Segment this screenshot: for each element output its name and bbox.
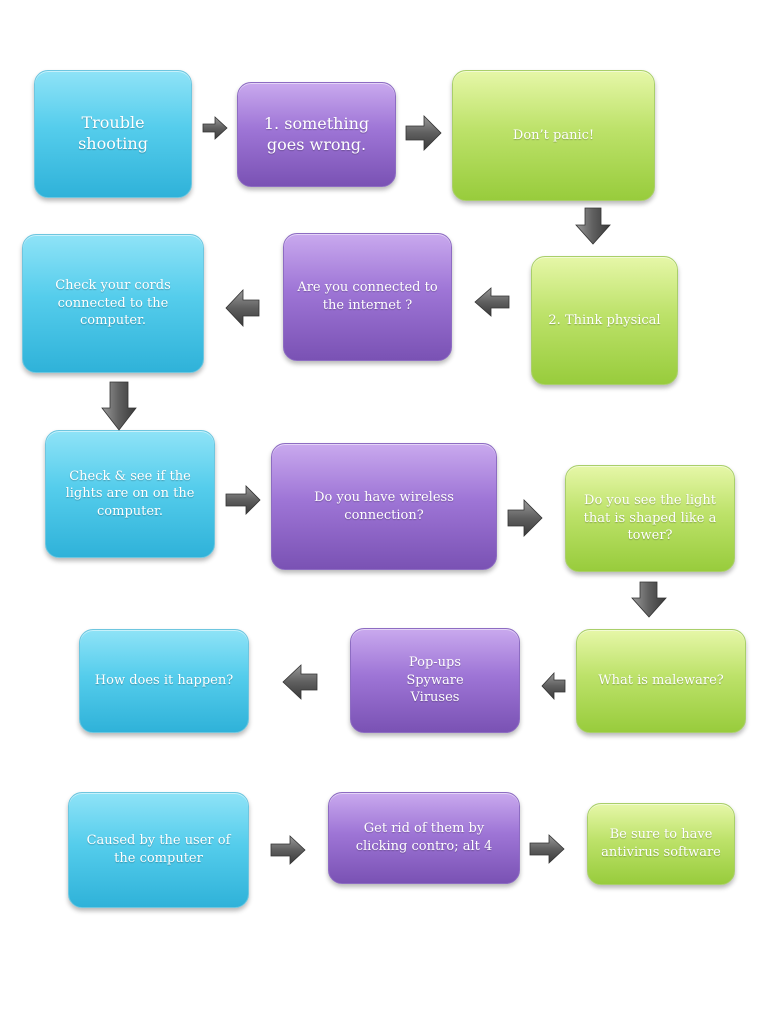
arrow-right-icon bbox=[225, 485, 261, 515]
arrow-down-icon bbox=[575, 207, 611, 245]
node-get-rid-of-them: Get rid of them by clicking contro; alt … bbox=[328, 792, 520, 884]
node-connected-internet: Are you connected to the internet ? bbox=[283, 233, 452, 361]
arrow-right-icon bbox=[507, 499, 543, 537]
arrow-left-icon bbox=[225, 288, 260, 328]
arrow-down-icon bbox=[631, 581, 667, 618]
node-what-is-malware: What is maleware? bbox=[576, 629, 746, 733]
arrow-left-icon bbox=[474, 287, 510, 317]
arrow-right-icon bbox=[202, 116, 228, 140]
node-check-lights: Check & see if the lights are on on the … bbox=[45, 430, 215, 558]
node-antivirus-software: Be sure to have antivirus software bbox=[587, 803, 735, 885]
node-trouble-shooting: Trouble shooting bbox=[34, 70, 192, 198]
node-tower-light: Do you see the light that is shaped like… bbox=[565, 465, 735, 572]
node-how-does-it-happen: How does it happen? bbox=[79, 629, 249, 733]
arrow-left-icon bbox=[282, 664, 318, 700]
arrow-right-icon bbox=[270, 835, 306, 865]
node-popups-spyware-viruses: Pop-ups Spyware Viruses bbox=[350, 628, 520, 733]
arrow-left-icon bbox=[541, 671, 566, 701]
node-dont-panic: Don’t panic! bbox=[452, 70, 655, 201]
node-wireless-connection: Do you have wireless connection? bbox=[271, 443, 497, 570]
arrow-right-icon bbox=[529, 834, 565, 864]
arrow-right-icon bbox=[405, 115, 442, 151]
node-check-cords: Check your cords connected to the comput… bbox=[22, 234, 204, 373]
node-caused-by-user: Caused by the user of the computer bbox=[68, 792, 249, 908]
node-something-goes-wrong: 1. something goes wrong. bbox=[237, 82, 396, 187]
arrow-down-icon bbox=[101, 381, 137, 431]
node-think-physical: 2. Think physical bbox=[531, 256, 678, 385]
